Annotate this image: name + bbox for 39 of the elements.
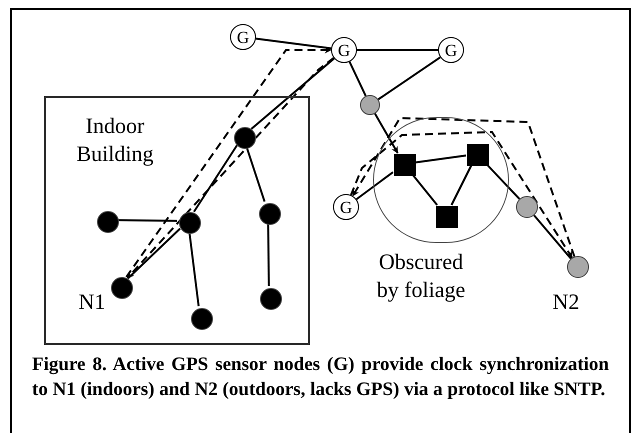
sensor-node <box>360 95 380 115</box>
arrow <box>374 113 399 154</box>
link-line <box>412 174 438 206</box>
sensor-node <box>516 196 538 218</box>
gps-node: G <box>333 194 359 220</box>
sensor-node <box>260 288 282 310</box>
sensor-node <box>191 308 213 330</box>
link-line <box>127 228 181 280</box>
gps-node: G <box>331 37 357 63</box>
building-outline <box>44 96 310 345</box>
gps-node: G <box>230 24 256 50</box>
sensor-node-square <box>467 144 489 166</box>
node-caption: N1 <box>78 288 106 316</box>
figure-caption: Figure 8. Active GPS sensor nodes (G) provide clock synchronization to N1 (indoors) and N2 (outdoors, lacks GPS) via a protocol like SNTP. <box>32 353 609 402</box>
link-line <box>250 58 335 130</box>
sensor-node-square <box>394 154 416 176</box>
node-caption: N2 <box>552 288 580 316</box>
link-line <box>356 171 394 200</box>
link-line <box>486 164 520 200</box>
sensor-node-square <box>436 206 458 228</box>
link-line <box>378 56 441 100</box>
sensor-node <box>234 127 256 149</box>
link-line <box>267 222 270 286</box>
link-line <box>414 154 466 164</box>
link-line <box>193 144 238 212</box>
sensor-node <box>567 256 589 278</box>
gps-node: G <box>438 37 464 63</box>
link-line <box>533 214 572 260</box>
sensor-node <box>111 277 133 299</box>
node-caption: Obscured by foliage <box>376 248 466 304</box>
link-line <box>348 61 367 96</box>
link-line <box>188 232 200 306</box>
sensor-node <box>179 212 201 234</box>
region-label: Indoor Building <box>75 112 154 168</box>
link-line <box>357 49 438 51</box>
sensor-node <box>259 203 281 225</box>
link-line <box>450 164 472 206</box>
link-line <box>256 38 332 50</box>
sensor-node <box>97 211 119 233</box>
